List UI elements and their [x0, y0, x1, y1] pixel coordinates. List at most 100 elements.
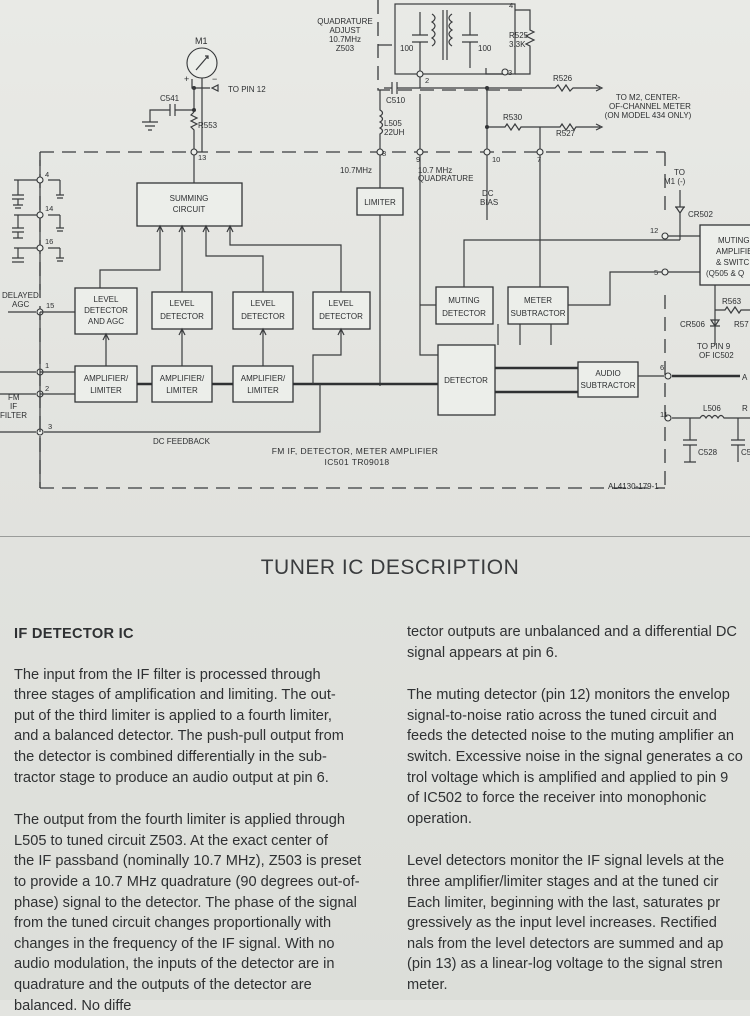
text-line: quadrature and the outputs of the detect… [14, 975, 361, 996]
svg-text:3.3K: 3.3K [509, 40, 526, 49]
svg-text:SUBTRACTOR: SUBTRACTOR [581, 381, 636, 390]
text-line: and a balanced detector. The push-pull o… [14, 726, 361, 747]
summing-circuit-block: SUMMING CIRCUIT [137, 183, 242, 226]
dc-bias-label: DC [482, 189, 494, 198]
text-line: The input from the IF filter is processe… [14, 665, 361, 686]
svg-text:FILTER: FILTER [0, 411, 27, 420]
text-line: balanced. No diffe [14, 996, 361, 1016]
r525-label: R525 [509, 31, 529, 40]
svg-text:13: 13 [198, 153, 206, 162]
amplifier-limiter-3-block: AMPLIFIER/ LIMITER [233, 366, 293, 402]
limiter-block: LIMITER [357, 188, 403, 215]
svg-text:AMPLIFIER/: AMPLIFIER/ [241, 374, 286, 383]
audio-subtractor-block: AUDIO SUBTRACTOR [578, 362, 638, 397]
page-title: TUNER IC DESCRIPTION [0, 556, 750, 580]
svg-text:1: 1 [45, 361, 49, 370]
r563-label: R563 [722, 297, 742, 306]
text-line: meter. [407, 975, 743, 996]
svg-text:LEVEL: LEVEL [251, 299, 276, 308]
delayed-agc-label: DELAYED [2, 291, 39, 300]
text-line: tractor stage to produce an audio output… [14, 768, 361, 789]
text-line: nals from the level detectors are summed… [407, 934, 743, 955]
svg-text:LIMITER: LIMITER [166, 386, 198, 395]
text-line: (pin 13) as a linear-log voltage to the … [407, 954, 743, 975]
text-line: to provide a 10.7 MHz quadrature (90 deg… [14, 872, 361, 893]
svg-text:DETECTOR: DETECTOR [442, 309, 486, 318]
text-line: operation. [407, 809, 743, 830]
svg-text:ADJUST: ADJUST [329, 26, 360, 35]
text-line: switch. Excessive noise in the signal ge… [407, 747, 743, 768]
text-line: signal-to-noise ratio across the tuned c… [407, 706, 743, 727]
svg-text:DETECTOR: DETECTOR [444, 376, 488, 385]
svg-text:AGC: AGC [12, 300, 30, 309]
meter-subtractor-block: METER SUBTRACTOR [508, 287, 568, 324]
text-line: L505 to tuned circuit Z503. At the exact… [14, 831, 361, 852]
text-line: phase) signal to the detector. The phase… [14, 893, 361, 914]
text-line: three amplifier/limiter stages and at th… [407, 872, 743, 893]
svg-text:10: 10 [492, 155, 500, 164]
svg-text:LIMITER: LIMITER [247, 386, 279, 395]
c541-label: C541 [160, 94, 180, 103]
c528-label: C528 [698, 448, 718, 457]
svg-text:10.7MHz: 10.7MHz [329, 35, 361, 44]
text-line: The output from the fourth limiter is ap… [14, 810, 361, 831]
text-line: the detector is combined differentially … [14, 747, 361, 768]
svg-text:4: 4 [509, 1, 513, 10]
svg-text:CIRCUIT: CIRCUIT [173, 205, 206, 214]
svg-text:R: R [742, 404, 748, 413]
svg-text:(Q505 & Q: (Q505 & Q [706, 269, 744, 278]
text-line: tector outputs are unbalanced and a diff… [407, 622, 743, 643]
dc-feedback-label: DC FEEDBACK [153, 437, 211, 446]
muting-amplifier-block: MUTING AMPLIFIE & SWITC (Q505 & Q [700, 225, 750, 285]
to-m2-label: TO M2, CENTER- [616, 93, 681, 102]
svg-text:LIMITER: LIMITER [364, 198, 396, 207]
svg-text:LEVEL: LEVEL [94, 295, 119, 304]
to-pin12-label: TO PIN 12 [228, 85, 266, 94]
amplifier-limiter-1-block: AMPLIFIER/ LIMITER [75, 366, 137, 402]
section-subheading: IF DETECTOR IC [14, 624, 361, 645]
section-divider [0, 536, 750, 537]
m1-meter [187, 48, 218, 152]
r527-label: R527 [556, 129, 576, 138]
level-detector-4-block: LEVEL DETECTOR [313, 292, 370, 329]
to-m1-label: TO [674, 168, 685, 177]
svg-text:4: 4 [45, 170, 49, 179]
svg-text:LIMITER: LIMITER [90, 386, 122, 395]
svg-text:BIAS: BIAS [480, 198, 498, 207]
svg-text:Z503: Z503 [336, 44, 355, 53]
svg-text:AMPLIFIER/: AMPLIFIER/ [84, 374, 129, 383]
svg-text:OF IC502: OF IC502 [699, 351, 734, 360]
r553-label: R553 [198, 121, 218, 130]
amplifier-limiter-2-block: AMPLIFIER/ LIMITER [152, 366, 212, 402]
cr506-label: CR506 [680, 320, 705, 329]
svg-text:−: − [212, 74, 217, 84]
schematic-diagram: QUADRATURE ADJUST 10.7MHz Z503 100 100 R… [0, 0, 750, 530]
svg-text:2: 2 [425, 76, 429, 85]
svg-text:LEVEL: LEVEL [329, 299, 354, 308]
level-detector-agc-block: LEVEL DETECTOR AND AGC [75, 288, 137, 334]
svg-text:DETECTOR: DETECTOR [319, 312, 363, 321]
text-line: gressively as the input level increases.… [407, 913, 743, 934]
cr502-label: CR502 [688, 210, 713, 219]
audio-out-label: A [742, 373, 748, 382]
svg-text:AUDIO: AUDIO [595, 369, 620, 378]
svg-text:DETECTOR: DETECTOR [241, 312, 285, 321]
text-line: three stages of amplification and limiti… [14, 685, 361, 706]
svg-text:IC501 TR09018: IC501 TR09018 [324, 457, 389, 467]
text-line: of IC502 to force the receiver into mono… [407, 788, 743, 809]
schematic-caption: FM IF, DETECTOR, METER AMPLIFIER [272, 446, 439, 456]
svg-text:MUTING: MUTING [718, 236, 750, 245]
svg-text:16: 16 [45, 237, 53, 246]
svg-text:C5: C5 [741, 448, 750, 457]
text-line: Level detectors monitor the IF signal le… [407, 851, 743, 872]
svg-text:DETECTOR: DETECTOR [160, 312, 204, 321]
svg-text:AND AGC: AND AGC [88, 317, 124, 326]
m1-label: M1 [195, 36, 208, 46]
cap-100-a-label: 100 [400, 44, 414, 53]
to-pin9-label: TO PIN 9 [697, 342, 731, 351]
svg-text:14: 14 [45, 204, 53, 213]
l506-label: L506 [703, 404, 721, 413]
text-line: changes in the frequency of the IF signa… [14, 934, 361, 955]
r526-label: R526 [553, 74, 573, 83]
text-line: trol voltage which is amplified and appl… [407, 768, 743, 789]
